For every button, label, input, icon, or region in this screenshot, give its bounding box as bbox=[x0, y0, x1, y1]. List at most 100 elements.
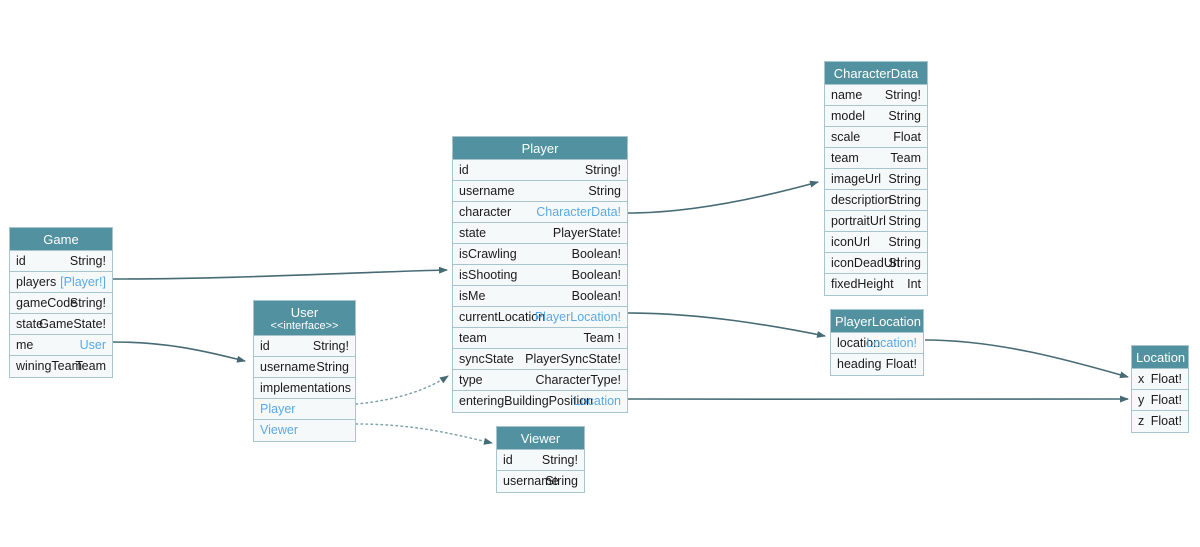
field-name: gameCode bbox=[16, 296, 78, 310]
table-row[interactable]: heading Float! bbox=[831, 354, 923, 375]
table-row[interactable]: team Team bbox=[825, 148, 927, 169]
edge-player-currentlocation-to-playerlocation bbox=[627, 312, 826, 338]
field-name: username bbox=[260, 360, 316, 374]
field-name: y bbox=[1138, 393, 1145, 407]
field-type: String! bbox=[884, 88, 921, 102]
table-row[interactable]: username String bbox=[254, 357, 355, 378]
table-row[interactable]: syncState PlayerSyncState! bbox=[453, 349, 627, 370]
field-type: Boolean! bbox=[571, 247, 621, 261]
table-row[interactable]: description String bbox=[825, 190, 927, 211]
table-row[interactable]: isCrawling Boolean! bbox=[453, 244, 627, 265]
entity-playerlocation-title: PlayerLocation bbox=[831, 310, 923, 333]
table-row[interactable]: y Float! bbox=[1132, 390, 1188, 411]
field-name: type bbox=[459, 373, 483, 387]
table-row[interactable]: team Team ! bbox=[453, 328, 627, 349]
field-type: String bbox=[888, 109, 921, 123]
table-row[interactable]: id String! bbox=[254, 336, 355, 357]
table-row[interactable]: username String bbox=[497, 471, 584, 492]
field-name: model bbox=[831, 109, 866, 123]
table-row[interactable]: enteringBuildingPosition Location bbox=[453, 391, 627, 412]
entity-player[interactable]: Player id String! username String charac… bbox=[452, 136, 628, 413]
table-row[interactable]: id String! bbox=[10, 251, 112, 272]
table-row[interactable]: isShooting Boolean! bbox=[453, 265, 627, 286]
table-row[interactable]: fixedHeight Int bbox=[825, 274, 927, 295]
field-type: Float! bbox=[1150, 372, 1182, 386]
table-row[interactable]: location Location! bbox=[831, 333, 923, 354]
table-row[interactable]: imageUrl String bbox=[825, 169, 927, 190]
implementation-player[interactable]: Player bbox=[254, 399, 355, 420]
field-type: String! bbox=[69, 296, 106, 310]
field-name: imageUrl bbox=[831, 172, 882, 186]
field-name: syncState bbox=[459, 352, 514, 366]
table-row[interactable]: players [Player!] bbox=[10, 272, 112, 293]
field-type: String bbox=[888, 256, 921, 270]
table-row[interactable]: id String! bbox=[497, 450, 584, 471]
implementation-name: Player bbox=[260, 402, 296, 416]
table-row[interactable]: username String bbox=[453, 181, 627, 202]
field-name: username bbox=[459, 184, 515, 198]
entity-player-title: Player bbox=[453, 137, 627, 160]
field-type: Int bbox=[907, 277, 921, 291]
table-row[interactable]: currentLocation PlayerLocation! bbox=[453, 307, 627, 328]
field-type[interactable]: PlayerLocation! bbox=[534, 310, 621, 324]
entity-viewer-title: Viewer bbox=[497, 427, 584, 450]
table-row[interactable]: z Float! bbox=[1132, 411, 1188, 432]
edge-user-player-impl bbox=[355, 375, 449, 405]
entity-game-title: Game bbox=[10, 228, 112, 251]
entity-location[interactable]: Location x Float! y Float! z Float! bbox=[1131, 345, 1189, 433]
field-type: Boolean! bbox=[571, 268, 621, 282]
field-type: String bbox=[888, 193, 921, 207]
edge-player-character-to-characterdata bbox=[627, 180, 819, 214]
table-row[interactable]: state GameState! bbox=[10, 314, 112, 335]
field-name: isCrawling bbox=[459, 247, 517, 261]
field-name: winingTeam bbox=[16, 359, 83, 373]
field-type[interactable]: User bbox=[79, 338, 106, 352]
field-type: String! bbox=[69, 254, 106, 268]
field-type: Boolean! bbox=[571, 289, 621, 303]
field-type[interactable]: Location! bbox=[866, 336, 917, 350]
entity-playerlocation[interactable]: PlayerLocation location Location! headin… bbox=[830, 309, 924, 376]
field-type: String! bbox=[584, 163, 621, 177]
entity-location-title: Location bbox=[1132, 346, 1188, 369]
field-name: iconDeadUrl bbox=[831, 256, 900, 270]
table-row[interactable]: isMe Boolean! bbox=[453, 286, 627, 307]
table-row[interactable]: x Float! bbox=[1132, 369, 1188, 390]
table-row[interactable]: me User bbox=[10, 335, 112, 356]
table-row[interactable]: type CharacterType! bbox=[453, 370, 627, 391]
table-row[interactable]: id String! bbox=[453, 160, 627, 181]
table-row[interactable]: winingTeam Team bbox=[10, 356, 112, 377]
table-row[interactable]: gameCode String! bbox=[10, 293, 112, 314]
edge-playerlocation-location-to-location bbox=[924, 339, 1129, 379]
table-row[interactable]: state PlayerState! bbox=[453, 223, 627, 244]
entity-game[interactable]: Game id String! players [Player!] gameCo… bbox=[9, 227, 113, 378]
field-name: id bbox=[16, 254, 26, 268]
field-type: String bbox=[316, 360, 349, 374]
field-name: state bbox=[459, 226, 487, 240]
field-name: name bbox=[831, 88, 863, 102]
table-row[interactable]: model String bbox=[825, 106, 927, 127]
entity-user-name: User bbox=[290, 305, 319, 320]
entity-characterdata[interactable]: CharacterData name String! model String … bbox=[824, 61, 928, 296]
entity-user[interactable]: User <<interface>> id String! username S… bbox=[253, 300, 356, 442]
field-type: PlayerState! bbox=[552, 226, 621, 240]
field-name: portraitUrl bbox=[831, 214, 886, 228]
field-type[interactable]: [Player!] bbox=[60, 275, 106, 289]
table-row[interactable]: name String! bbox=[825, 85, 927, 106]
field-type: String bbox=[888, 235, 921, 249]
field-name: team bbox=[831, 151, 859, 165]
table-row[interactable]: iconUrl String bbox=[825, 232, 927, 253]
field-type: Float! bbox=[1150, 393, 1182, 407]
table-row[interactable]: character CharacterData! bbox=[453, 202, 627, 223]
field-type: String! bbox=[312, 339, 349, 353]
table-row[interactable]: portraitUrl String bbox=[825, 211, 927, 232]
edge-game-players-to-player bbox=[112, 266, 448, 280]
field-type[interactable]: CharacterData! bbox=[536, 205, 621, 219]
table-row[interactable]: iconDeadUrl String bbox=[825, 253, 927, 274]
entity-viewer[interactable]: Viewer id String! username String bbox=[496, 426, 585, 493]
field-name: z bbox=[1138, 414, 1145, 428]
implementation-viewer[interactable]: Viewer bbox=[254, 420, 355, 441]
field-type: String! bbox=[541, 453, 578, 467]
entity-user-stereotype: <<interface>> bbox=[270, 320, 339, 332]
field-type[interactable]: Location bbox=[573, 394, 621, 408]
table-row[interactable]: scale Float bbox=[825, 127, 927, 148]
